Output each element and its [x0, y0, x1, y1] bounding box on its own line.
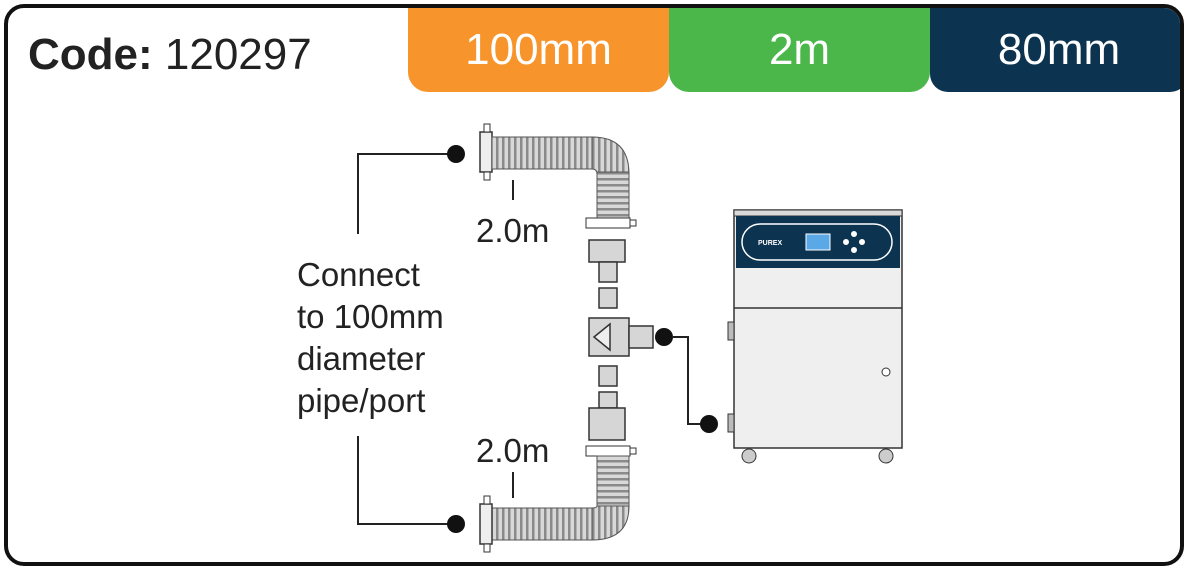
brand-logo: PUREX — [758, 240, 782, 247]
flexible-hose-bottom — [479, 445, 637, 553]
code-value: 120297 — [164, 30, 312, 79]
hose-kit-diagram: PUREX — [357, 123, 903, 553]
hose-length-bottom: 2.0m — [476, 432, 550, 469]
connect-line: diameter — [297, 340, 426, 377]
fittings — [588, 239, 654, 441]
product-card: Code: 120297 100mm 2m 80mm — [4, 4, 1184, 566]
badge-length: 2m — [669, 8, 930, 92]
connect-line: pipe/port — [297, 382, 426, 419]
extraction-unit — [727, 209, 903, 464]
badge-outlet: 80mm — [930, 8, 1180, 92]
hose-length-top: 2.0m — [476, 212, 550, 249]
port-dot-top — [447, 145, 465, 163]
connect-line: Connect — [297, 256, 420, 293]
connect-instruction: Connect to 100mm diameter pipe/port — [297, 254, 444, 422]
connect-line: to 100mm — [297, 298, 444, 335]
port-dot-bottom — [447, 515, 465, 533]
code-label: Code: — [28, 30, 153, 79]
product-code: Code: 120297 — [28, 30, 312, 80]
badge-diameter: 100mm — [408, 8, 669, 92]
connector-bracket — [357, 153, 454, 525]
flexible-hose-top — [479, 123, 637, 229]
